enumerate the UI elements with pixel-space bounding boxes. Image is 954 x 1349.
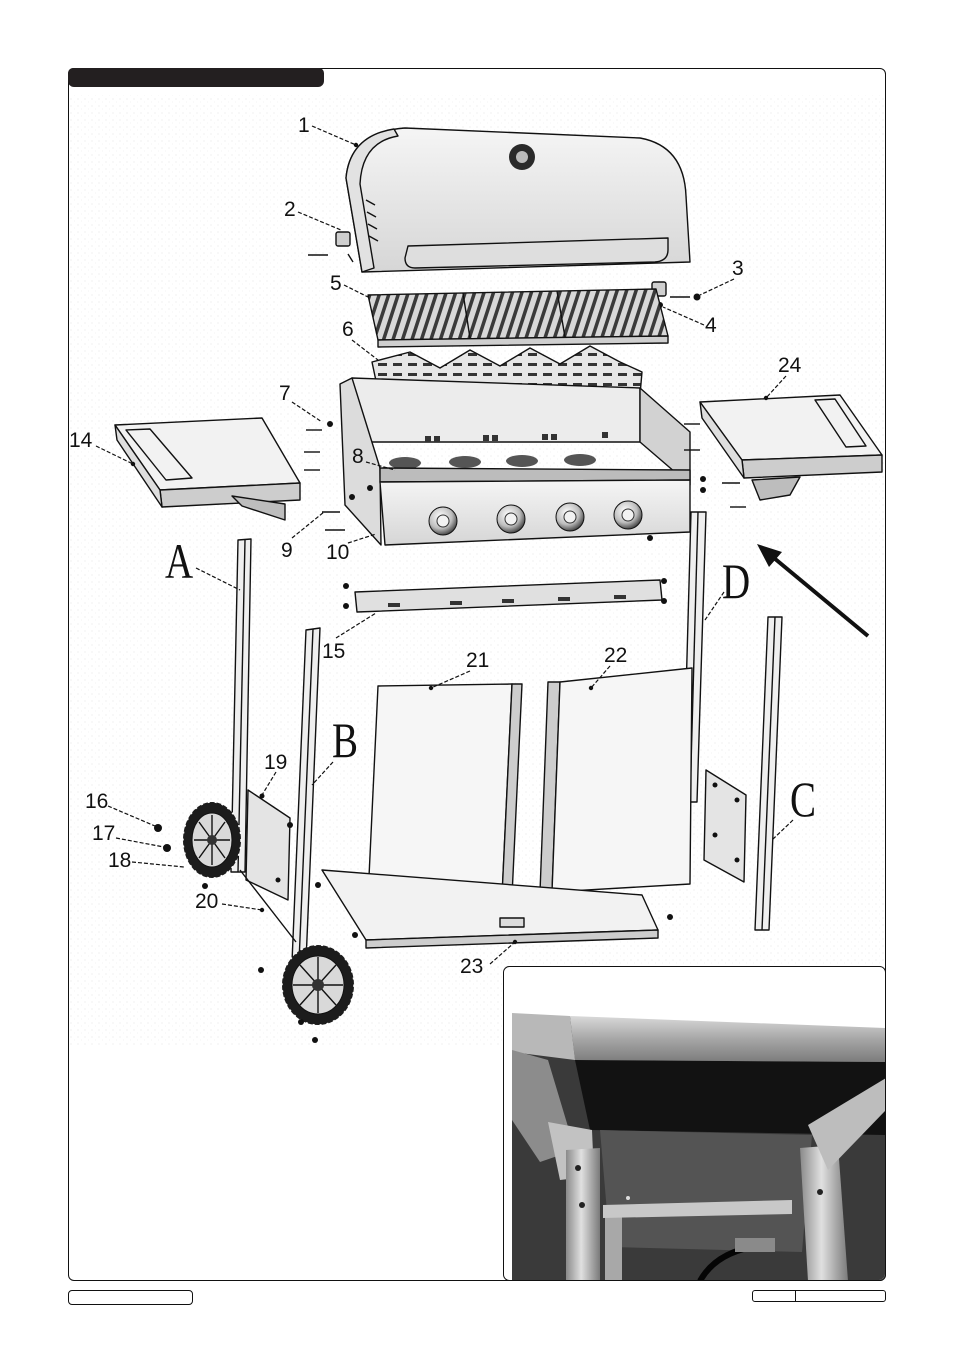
arrow-icon (757, 544, 870, 638)
part-24-right-side-shelf (699, 394, 883, 501)
label-part-18: 18 (108, 849, 131, 872)
label-leg-b: B (332, 712, 358, 768)
label-part-3: 3 (732, 257, 744, 280)
leader-14 (95, 445, 134, 465)
leader-21 (430, 670, 471, 689)
leader-24 (765, 375, 787, 399)
footer-divider (795, 1291, 796, 1301)
leader-23 (489, 941, 516, 965)
footer-left-box (68, 1290, 193, 1305)
leader-8 (365, 461, 396, 471)
leader-1 (311, 125, 357, 146)
label-part-14: 14 (69, 429, 93, 452)
part-19-left-bracket (245, 789, 291, 901)
part-21-left-panel (367, 683, 523, 899)
label-part-10: 10 (326, 541, 349, 564)
leader-19 (261, 771, 277, 796)
leader-10 (347, 533, 377, 544)
part-22-right-panel (539, 667, 693, 893)
control-knobs (428, 500, 643, 536)
leader-a (195, 567, 241, 591)
leader-18 (131, 861, 185, 868)
leader-22 (590, 665, 611, 689)
part-2-left-hinge (308, 231, 354, 263)
label-part-7: 7 (279, 382, 291, 405)
body-bolts (304, 421, 746, 531)
leader-20 (221, 903, 263, 911)
leader-4 (662, 306, 705, 326)
label-part-17: 17 (92, 822, 115, 845)
right-wheel (281, 944, 355, 1026)
inset-photo-border (503, 966, 886, 1281)
label-part-15: 15 (322, 640, 345, 663)
page-frame (68, 68, 886, 1281)
label-leg-a: A (165, 533, 194, 589)
inset-photo (504, 967, 885, 1280)
firebox-body (339, 377, 691, 546)
leg-a (230, 538, 252, 873)
label-part-16: 16 (85, 790, 108, 813)
label-part-9: 9 (281, 539, 293, 562)
leader-6 (351, 339, 379, 361)
leader-b (311, 761, 334, 786)
part-15-cross-bar (343, 578, 667, 613)
leader-9 (291, 511, 325, 539)
label-leg-d: D (722, 553, 750, 609)
part-1-lid (345, 127, 691, 273)
label-part-21: 21 (466, 649, 489, 672)
label-part-22: 22 (604, 644, 627, 667)
label-part-20: 20 (195, 890, 218, 913)
leader-7 (291, 401, 323, 423)
label-part-6: 6 (342, 318, 354, 341)
label-leg-c: C (790, 771, 816, 827)
leg-c (754, 616, 783, 931)
label-part-4: 4 (705, 314, 717, 337)
label-part-1: 1 (298, 114, 310, 137)
burners (389, 454, 596, 469)
part-18-left-wheel (182, 801, 242, 879)
part-23-bottom-shelf (321, 869, 659, 949)
leader-2 (297, 211, 342, 231)
part-20-axle-bar (239, 869, 297, 943)
part-3-4-right-hinge (651, 281, 701, 308)
label-part-5: 5 (330, 272, 342, 295)
leader-15 (335, 612, 377, 639)
leader-5 (343, 284, 371, 299)
leader-17 (115, 837, 165, 848)
section-header-bar (68, 68, 324, 87)
label-part-23: 23 (460, 955, 483, 978)
label-part-24: 24 (778, 354, 802, 377)
leader-3 (699, 278, 735, 296)
wheel-hardware (154, 822, 673, 1043)
label-part-8: 8 (352, 445, 364, 468)
label-part-19: 19 (264, 751, 287, 774)
footer-right-box (752, 1290, 886, 1302)
leader-16 (107, 805, 156, 827)
label-part-2: 2 (284, 198, 296, 221)
part-5-cooking-grates (367, 288, 669, 348)
leader-c (771, 819, 794, 841)
right-side-bracket (703, 769, 747, 883)
part-14-left-side-shelf (114, 417, 301, 521)
